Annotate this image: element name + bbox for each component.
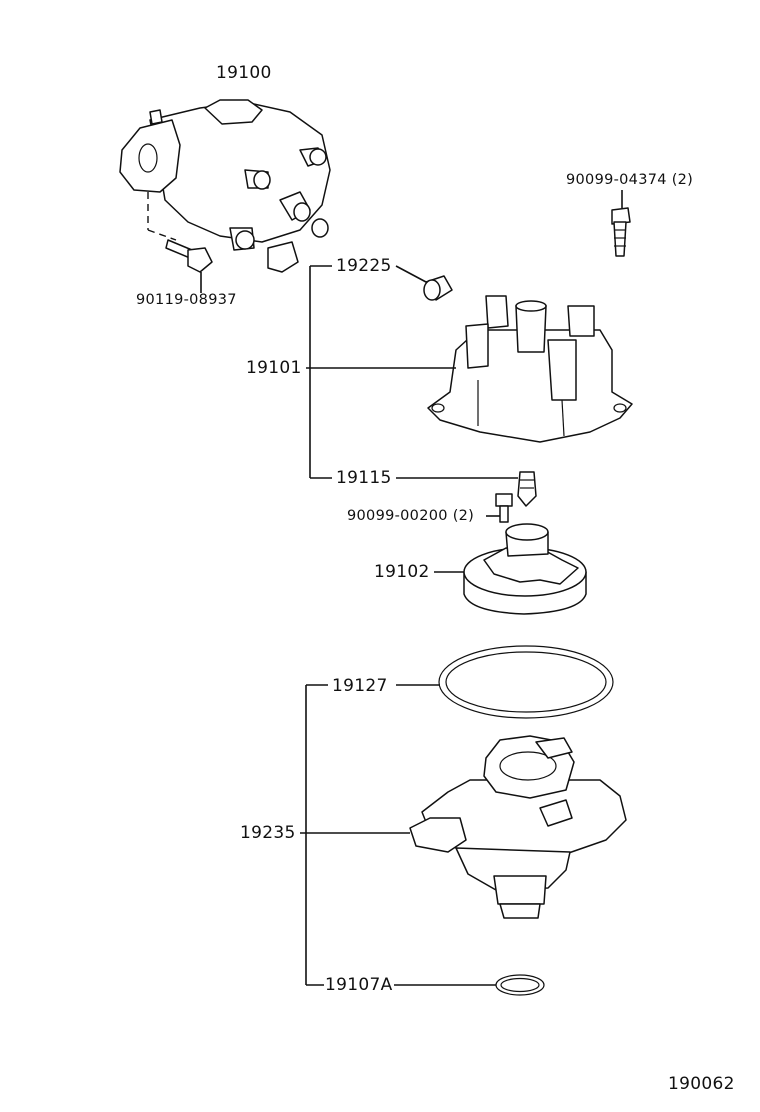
part-label-19100: 19100: [216, 63, 272, 83]
part-label-19115: 19115: [336, 468, 392, 488]
part-label-19101: 19101: [246, 358, 302, 378]
screw-00200-drawing: [495, 493, 513, 523]
seal-19107a-drawing: [495, 974, 545, 996]
leader-lines: [300, 265, 518, 986]
bushing-19225-drawing: [423, 275, 453, 301]
part-label-90119-08937: 90119-08937: [136, 292, 237, 308]
distributor-assembly-drawing: [119, 99, 331, 293]
carbon-spring-19115-drawing: [517, 471, 537, 507]
drawing-number: 190062: [668, 1074, 735, 1094]
rotor-19102-drawing: [463, 523, 587, 615]
part-label-19107a: 19107A: [325, 975, 393, 995]
part-label-90099-00200: 90099-00200 (2): [347, 508, 475, 524]
screw-04374-drawing: [611, 190, 631, 257]
part-label-19225: 19225: [336, 256, 392, 276]
part-label-90099-04374: 90099-04374 (2): [566, 172, 694, 188]
distributor-cap-drawing: [427, 295, 633, 443]
part-label-19235: 19235: [240, 823, 296, 843]
housing-19235-drawing: [409, 735, 627, 919]
part-label-19102: 19102: [374, 562, 430, 582]
part-label-19127: 19127: [332, 676, 388, 696]
oring-19127-drawing: [438, 645, 614, 719]
